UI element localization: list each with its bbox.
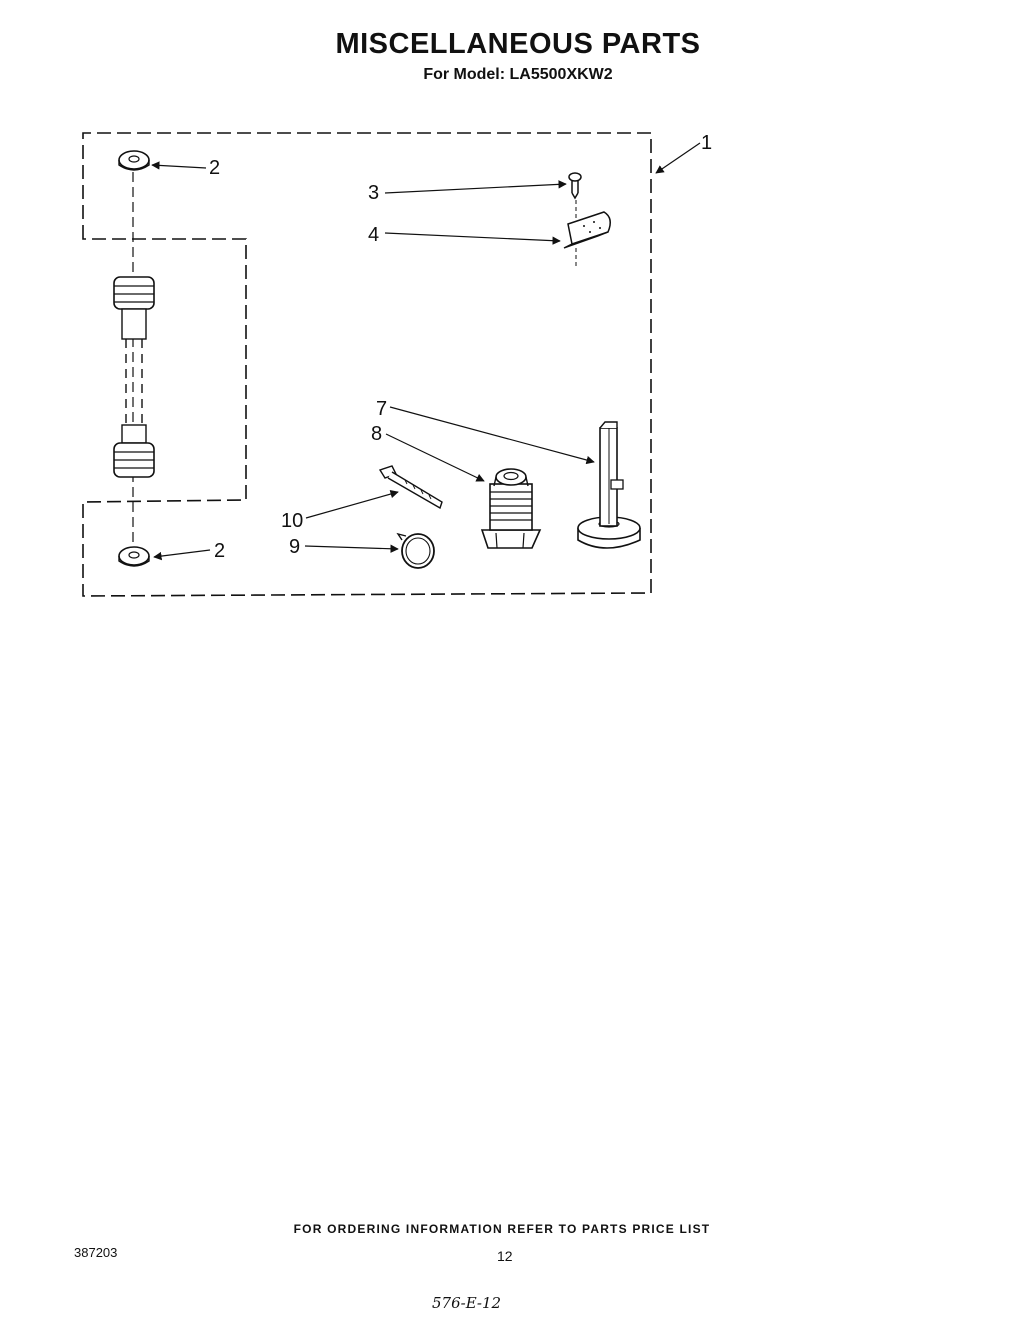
leader-7 [389, 406, 595, 465]
leader-2-top [151, 161, 207, 170]
washer-icon-bottom [118, 546, 150, 567]
callout-3: 3 [368, 182, 379, 204]
model-subtitle: For Model: LA5500XKW2 [423, 66, 613, 83]
leader-4 [384, 232, 561, 245]
kit-boundary [82, 132, 652, 597]
callout-10: 10 [281, 510, 303, 532]
callout-1: 1 [701, 132, 712, 154]
leader-1 [655, 142, 701, 174]
clip-icon [563, 211, 611, 249]
handwritten-code: 576-E-12 [432, 1294, 502, 1312]
callout-2-top: 2 [209, 157, 220, 179]
callout-8: 8 [371, 423, 382, 445]
leader-2-bottom [153, 549, 211, 561]
leader-10 [305, 490, 399, 519]
ordering-note: FOR ORDERING INFORMATION REFER TO PARTS … [293, 1222, 711, 1236]
callout-7: 7 [376, 398, 387, 420]
callout-4: 4 [368, 224, 379, 246]
hose-icon [113, 276, 155, 478]
leader-3 [384, 180, 567, 194]
leveling-leg-icon [577, 421, 641, 549]
leader-9 [304, 544, 399, 553]
cable-tie-icon [378, 465, 443, 510]
page-number: 12 [497, 1248, 513, 1264]
document-number: 387203 [74, 1245, 118, 1260]
page-title: MISCELLANEOUS PARTS [335, 28, 701, 60]
callout-9: 9 [289, 536, 300, 558]
clamp-ring-icon [396, 532, 435, 569]
leader-8 [385, 433, 485, 482]
foot-icon [480, 468, 542, 549]
screw-icon [568, 172, 582, 200]
callout-2-bottom: 2 [214, 540, 225, 562]
washer-icon-top [118, 150, 150, 171]
